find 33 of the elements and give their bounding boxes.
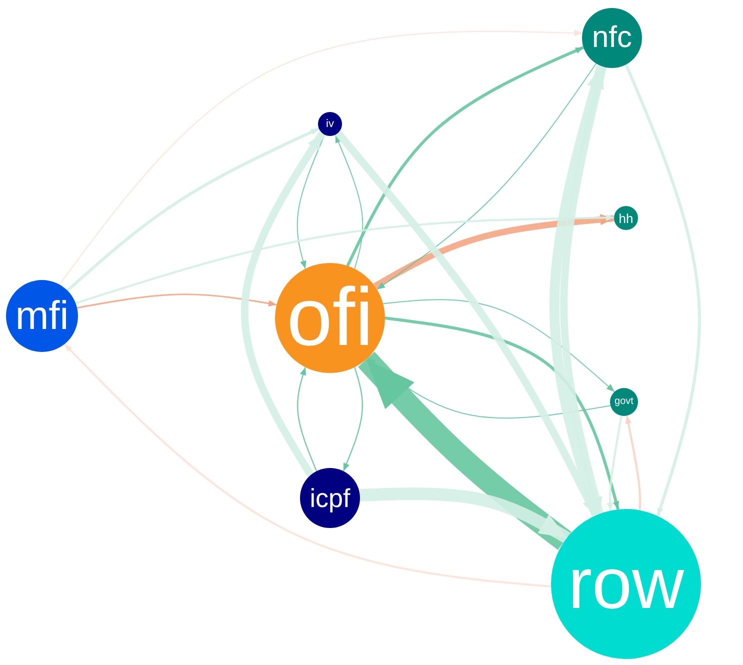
- arrow: [358, 352, 572, 550]
- node-circle: [318, 112, 342, 136]
- arrow: [334, 134, 364, 270]
- node-label: ofi: [286, 277, 374, 359]
- node-label: mfi: [15, 296, 69, 336]
- node-label: hh: [618, 212, 634, 224]
- node-circle: [610, 388, 638, 416]
- node-label: govt: [614, 397, 634, 407]
- arrow: [76, 294, 277, 309]
- arrow: [624, 64, 701, 517]
- arrow: [384, 316, 620, 510]
- node-label: row: [568, 548, 684, 620]
- arrow: [606, 416, 622, 511]
- arrow: [360, 488, 570, 544]
- arrow: [64, 343, 552, 588]
- node-label: iv: [326, 118, 334, 130]
- arrow: [75, 214, 614, 304]
- arrow: [373, 214, 614, 289]
- arrow: [346, 46, 584, 267]
- arrow: [58, 30, 583, 286]
- arrow: [376, 63, 597, 290]
- arrow: [297, 367, 318, 472]
- arrow: [625, 416, 642, 510]
- arrow: [549, 64, 606, 517]
- arrow: [66, 127, 320, 292]
- node-label: icpf: [310, 485, 350, 511]
- node-label: nfc: [592, 23, 632, 53]
- arrow: [342, 367, 363, 472]
- arrow: [367, 358, 611, 419]
- node-circle: [6, 280, 78, 352]
- node-circle: [614, 206, 638, 230]
- arrow: [240, 131, 326, 477]
- arrow: [382, 299, 615, 392]
